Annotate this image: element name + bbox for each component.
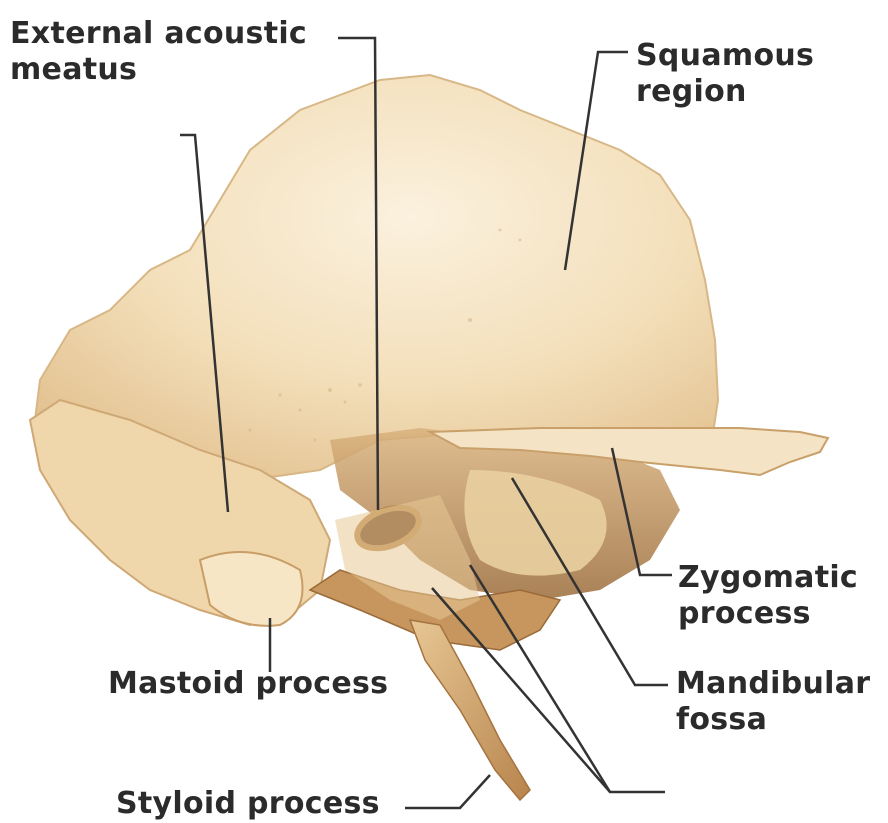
styloid-process-shape (410, 620, 530, 800)
label-squamous-region: Squamous region (636, 38, 814, 110)
leader-styloid-process (405, 775, 490, 808)
label-mastoid-process: Mastoid process (108, 666, 388, 702)
label-zygomatic-process: Zygomatic process (678, 560, 858, 632)
label-external-acoustic-meatus: External acoustic meatus (10, 16, 307, 88)
label-styloid-process: Styloid process (116, 786, 380, 822)
label-mandibular-fossa: Mandibular fossa (676, 666, 870, 738)
